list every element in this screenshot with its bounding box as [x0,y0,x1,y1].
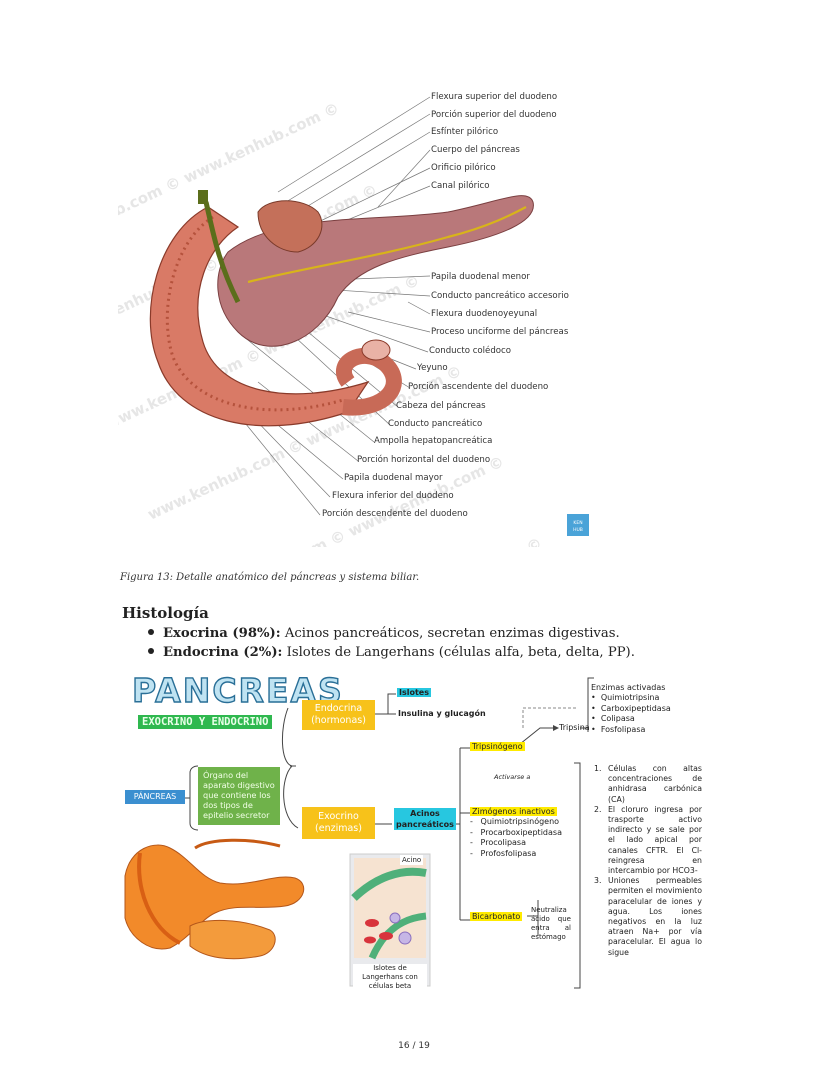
exocrino-node: Exocrino (enzimas) [302,807,375,839]
page-number: 16 / 19 [398,1041,430,1051]
anatomy-label: Conducto pancreático [388,419,483,429]
anatomy-label: Canal pilórico [431,181,490,191]
bullet-text: Acinos pancreáticos, secretan enzimas di… [280,626,620,641]
enzima-item: Quimiotripsina [600,693,660,703]
mindmap-subtitle: EXOCRINO Y ENDOCRINO [138,715,273,729]
enzima-item: Carboxipeptidasa [600,703,671,713]
pancreas-illustration [124,838,305,960]
bicarbonato-node: Bicarbonato [470,912,523,921]
anatomy-label: Cuerpo del páncreas [431,145,520,155]
acinos-node: Acinos pancreáticos [394,808,456,830]
bullet-label: Endocrina (2%): [163,645,283,660]
enzimas-title: Enzimas activadas [591,683,666,692]
tripsinogeno-node: Tripsinógeno [470,742,525,751]
anatomy-label: Cabeza del páncreas [396,401,486,411]
pancreas-mindmap-figure: PANCREAS EXOCRINO Y ENDOCRINO PÁNCREAS Ó… [110,668,716,998]
anatomy-label: Porción horizontal del duodeno [357,455,491,465]
anatomy-label: Flexura superior del duodeno [431,92,558,102]
svg-text:KEN: KEN [573,520,582,526]
figure-caption: Figura 13: Detalle anatómico del páncrea… [120,572,420,583]
zimogenos-title: Zimógenos inactivos [470,807,557,816]
bullet-text: Islotes de Langerhans (células alfa, bet… [282,645,635,660]
anatomy-label: Flexura duodenoyeyunal [431,309,538,319]
mindmap-connectors [124,677,594,989]
list-item: • Colipasa [591,714,635,724]
pancreas-anatomy-figure: www.kenhub.com © www.kenhub.com © www.ke… [22,62,598,696]
zimogeno-item: Procarboxipeptidasa [480,827,562,837]
enzimas-list: Enzimas activadas • Quimiotripsina • Car… [591,683,671,735]
list-item: • Carboxipeptidasa [591,703,671,713]
anatomy-label: Orificio pilórico [431,163,496,173]
anatomy-label: Ampolla hepatopancreática [374,436,493,446]
endocrina-node: Endocrina (hormonas) [302,700,375,730]
anatomy-label: Papila duodenal menor [431,272,530,282]
acino-label: Acino [400,855,424,865]
section-heading: Histología [122,604,209,622]
anatomy-label: Papila duodenal mayor [344,473,443,483]
anatomy-label: Esfínter pilórico [431,127,499,137]
bullet-item: Exocrina (98%): Acinos pancreáticos, sec… [148,626,620,641]
bullet-label: Exocrina (98%): [163,626,281,641]
bullet-dot-icon [148,629,154,635]
anatomy-label: Yeyuno [417,363,448,373]
list-item: - Procolipasa [470,838,526,848]
note-item: Uniones permeables permiten el movimient… [608,876,702,957]
note-item: El cloruro ingresa por trasporte activo … [608,804,702,876]
list-item: - Profosfolipasa [470,848,537,858]
activarse-label: Activarse a [494,773,531,781]
islotes-caption: Islotes de Langerhans con células beta [353,964,427,991]
list-item: 2.El cloruro ingresa por trasporte activ… [594,804,702,876]
definition-box: Órgano del aparato digestivo que contien… [198,767,280,825]
anatomy-label: Porción ascendente del duodeno [408,382,549,392]
insulina-node: Insulina y glucagón [398,709,486,718]
list-item: 3.Uniones permeables permiten el movimie… [594,876,702,957]
note-item: Células con altas concentraciones de anh… [608,764,702,804]
zimogeno-item: Profosfolipasa [480,848,537,858]
list-item: • Quimiotripsina [591,693,660,703]
bullet-item: Endocrina (2%): Islotes de Langerhans (c… [148,645,635,660]
zimogeno-item: Procolipasa [480,838,526,848]
anatomy-label: Flexura inferior del duodeno [332,491,454,501]
list-item: - Quimiotripsinógeno [470,817,560,827]
anatomy-label: Porción descendente del duodeno [322,509,468,519]
islotes-node: Islotes [397,688,431,697]
list-item: • Fosfolipasa [591,724,646,734]
neutraliza-text: Neutraliza ácido que entra al estómago [531,906,571,941]
tripsina-node: Tripsina [559,723,590,732]
zimogenos-list: Zimógenos inactivos - Quimiotripsinógeno… [470,807,562,859]
enzima-item: Fosfolipasa [600,724,646,734]
bullet-dot-icon [148,648,154,654]
anatomy-label: Conducto colédoco [429,346,512,356]
svg-text:www.kenhub.com © www.kenhub.co: www.kenhub.com © www.kenhub.com © [225,534,545,547]
root-node: PÁNCREAS [125,790,185,804]
anatomy-label: Proceso unciforme del páncreas [431,327,569,337]
enzima-item: Colipasa [600,714,635,724]
list-item: - Procarboxipeptidasa [470,827,562,837]
notes-list: 1.Células con altas concentraciones de a… [594,764,702,958]
list-item: 1.Células con altas concentraciones de a… [594,764,702,804]
svg-text:HUB: HUB [573,527,583,533]
zimogeno-item: Quimiotripsinógeno [480,817,560,827]
anatomy-label: Porción superior del duodeno [431,110,557,120]
anatomy-label: Conducto pancreático accesorio [431,291,569,301]
